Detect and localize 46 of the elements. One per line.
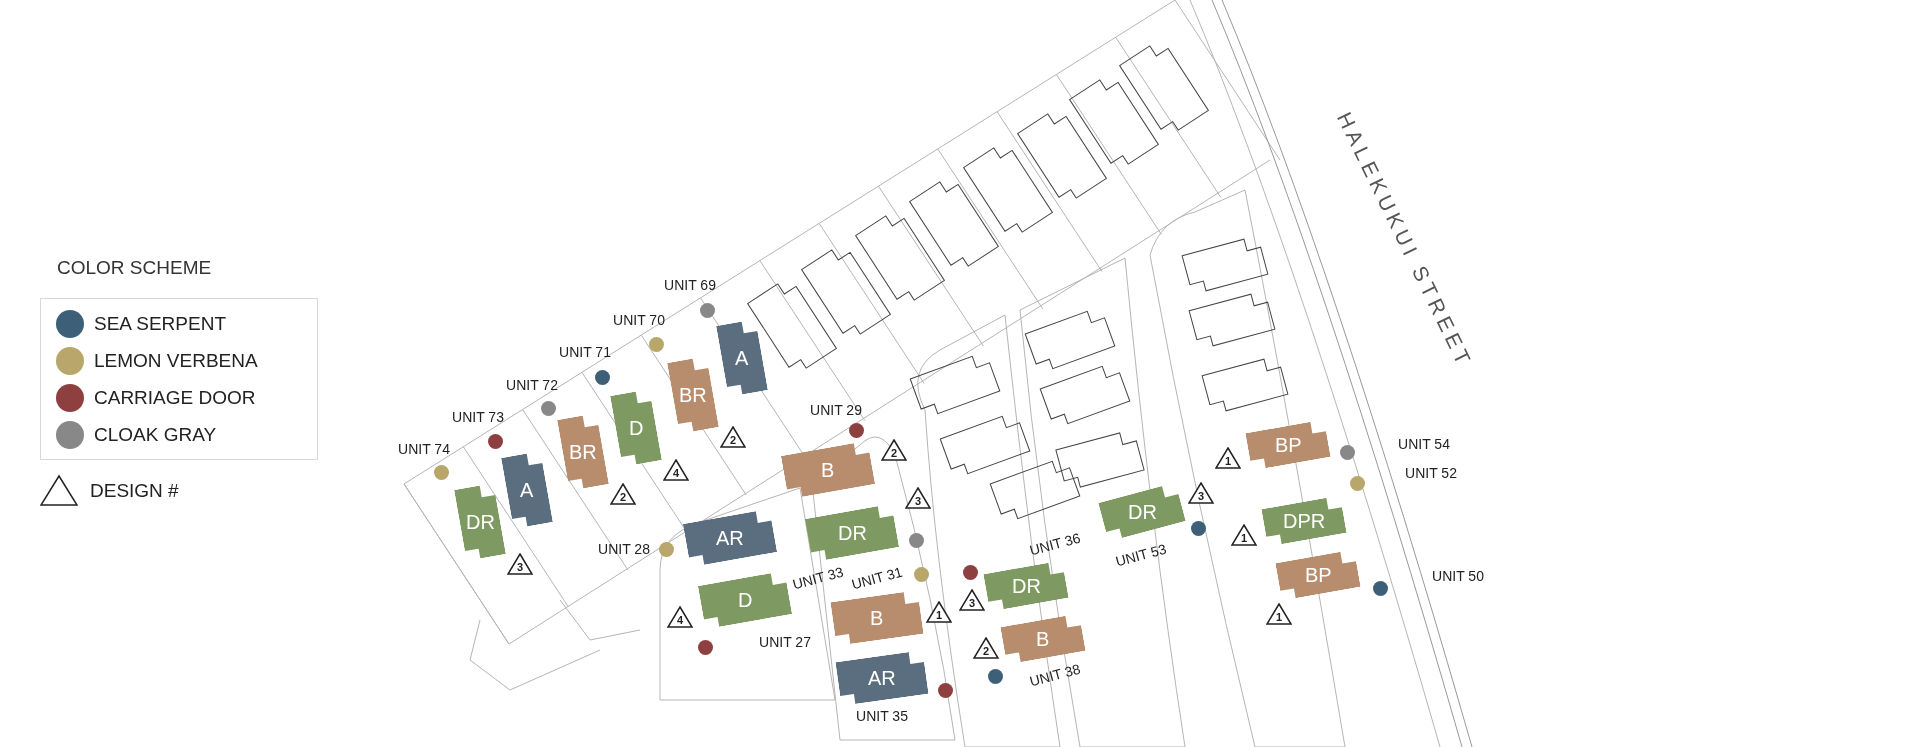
design-number-triangle: 4	[667, 606, 693, 628]
unit-label: UNIT 28	[598, 542, 650, 556]
unit-label: UNIT 71	[559, 345, 611, 359]
house-footprint: A	[716, 319, 768, 397]
unit-label: UNIT 72	[506, 378, 558, 392]
unit-label: UNIT 70	[613, 313, 665, 327]
unit-label: UNIT 29	[810, 403, 862, 417]
unit-label: UNIT 74	[398, 442, 450, 456]
design-number-triangle: 2	[720, 426, 746, 448]
legend-label: CARRIAGE DOOR	[94, 388, 256, 407]
unit-label: UNIT 33	[791, 564, 845, 592]
house-footprint: BR	[667, 356, 719, 434]
house-footprint: AR	[835, 650, 929, 706]
design-number-triangle: 2	[610, 483, 636, 505]
design-number-triangle: 1	[1266, 603, 1292, 625]
legend-label: CLOAK GRAY	[94, 425, 217, 444]
unit-label: UNIT 53	[1114, 541, 1168, 569]
unit-label: UNIT 69	[664, 278, 716, 292]
house-footprint: B	[830, 590, 924, 646]
design-number-triangle: 1	[1231, 524, 1257, 546]
unit-label: UNIT 54	[1398, 437, 1450, 451]
unit-label: UNIT 50	[1432, 569, 1484, 583]
legend-title: COLOR SCHEME	[57, 258, 212, 277]
house-footprint: DR	[454, 483, 506, 561]
house-footprint: A	[501, 451, 553, 529]
unit-label: UNIT 36	[1028, 530, 1082, 558]
house-footprint: DR	[983, 560, 1069, 612]
unit-label: UNIT 73	[452, 410, 504, 424]
unit-label: UNIT 31	[850, 564, 904, 592]
design-number-triangle: 2	[973, 637, 999, 659]
design-number-triangle: 1	[926, 601, 952, 623]
design-number-triangle: 3	[507, 553, 533, 575]
design-number-triangle: 2	[881, 439, 907, 461]
design-number-triangle: 3	[1188, 482, 1214, 504]
design-number-triangle: 3	[905, 487, 931, 509]
legend-label: LEMON VERBENA	[94, 351, 258, 370]
house-footprint: D	[610, 389, 662, 467]
unit-label: UNIT 52	[1405, 466, 1457, 480]
house-footprint: BR	[557, 413, 609, 491]
design-number-triangle: 4	[663, 459, 689, 481]
legend-label: SEA SERPENT	[94, 314, 226, 333]
design-number-triangle: 3	[959, 589, 985, 611]
unit-label: UNIT 27	[759, 635, 811, 649]
legend-label: DESIGN #	[90, 480, 179, 500]
house-footprint: BP	[1275, 549, 1361, 601]
design-number-triangle: 1	[1215, 447, 1241, 469]
